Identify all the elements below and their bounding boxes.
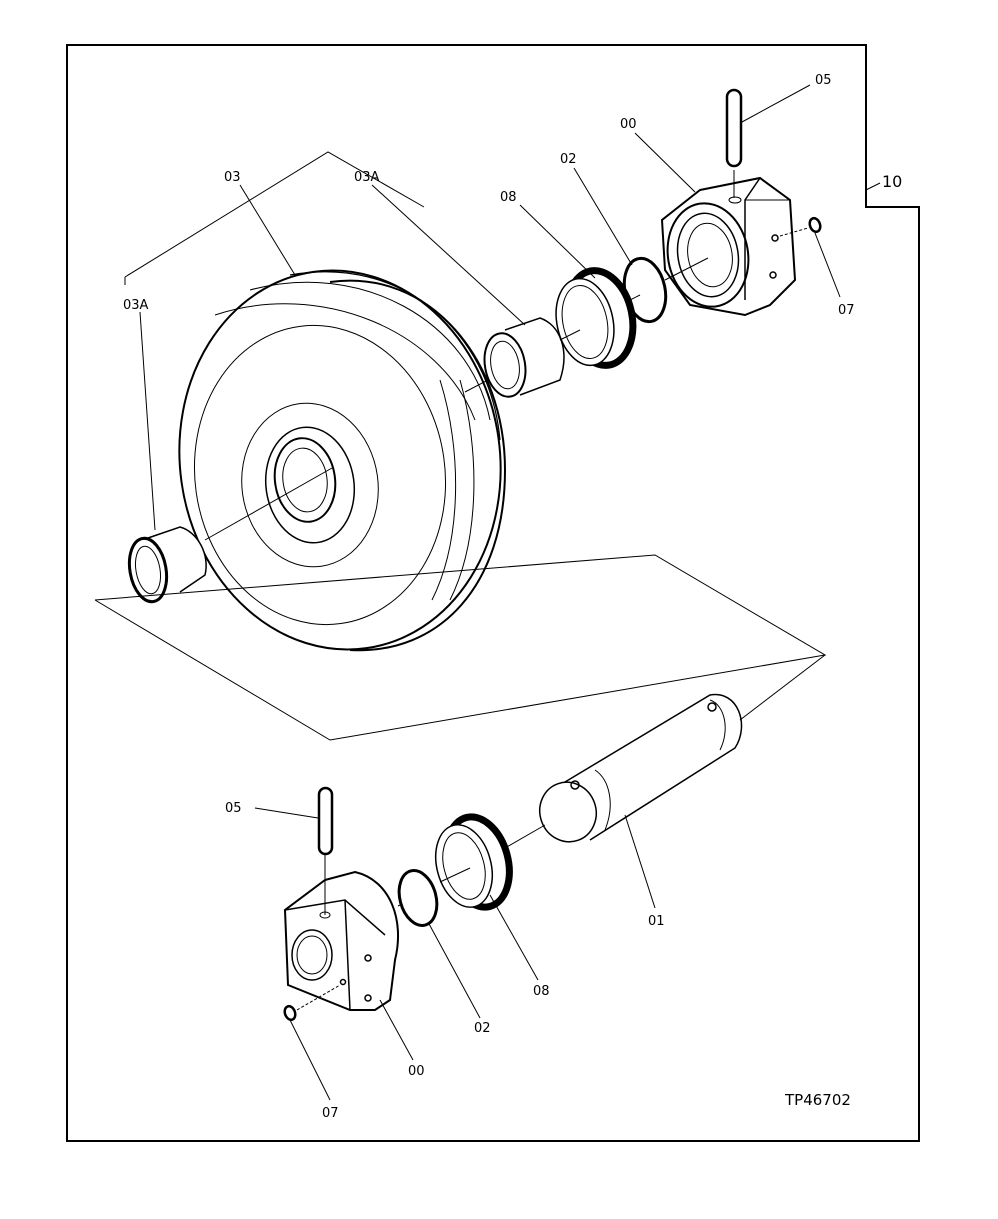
centerline-lower [296,824,546,1011]
shaft [539,654,826,843]
bracket-upper [660,176,797,317]
label-pin-lower: 05 [225,801,242,816]
leader-lines-upper [139,84,881,531]
bushing-upper [483,317,565,398]
label-plug-upper: 07 [838,303,855,318]
leader-lines-lower [254,807,656,1101]
front-idler-wheel [178,269,507,652]
figure-frame [66,44,920,1142]
bracket-lower [283,870,400,1011]
seal-lower [434,813,513,911]
label-pin-upper: 05 [815,73,832,88]
label-bushing-left: 03A [123,298,149,313]
plug-lower [283,1004,297,1022]
pin-lower [317,786,334,856]
oring-upper [622,256,668,324]
label-bracket-upper: 00 [620,117,637,132]
label-oring-upper: 02 [560,152,577,167]
plug-upper [808,216,822,234]
label-oring-lower: 02 [474,1021,491,1036]
label-bushing-upper: 03A [354,170,380,185]
bushing-left [127,526,207,604]
label-bracket-lower: 00 [408,1064,425,1079]
oring-lower [397,869,439,927]
centerline-upper [204,467,333,541]
group-bracket [124,151,425,278]
figure-id: TP46702 [784,1091,851,1109]
label-idler: 03 [224,170,241,185]
pin-upper [725,88,743,168]
label-group-ref: 10 [882,172,902,191]
label-plug-lower: 07 [322,1106,339,1121]
label-shaft: 01 [648,914,665,929]
label-seal-lower: 08 [533,984,550,999]
label-seal-upper: 08 [500,190,517,205]
